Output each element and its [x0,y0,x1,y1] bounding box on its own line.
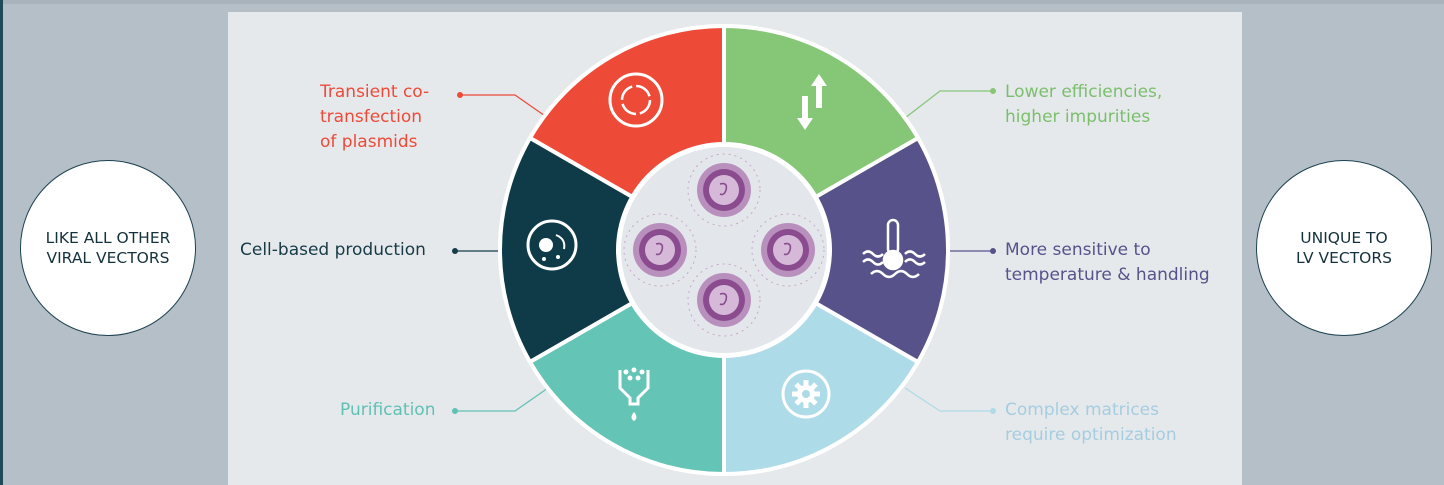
label-purification: Purification [340,400,436,420]
label-complex-matrices: Complex matrices require optimization [1005,400,1177,445]
wheel-center-inner [621,147,827,353]
label-lower-efficiencies: Lower efficiencies, higher impurities [1005,82,1163,127]
connector-transfection [460,94,549,119]
right-circle-label: UNIQUE TO LV VECTORS [1296,229,1392,267]
unique-to-lv-vectors-circle: UNIQUE TO LV VECTORS [1256,160,1432,336]
like-all-other-viral-vectors-circle: LIKE ALL OTHER VIRAL VECTORS [20,160,196,336]
lentivirus-particles-icon [623,153,825,337]
connector-dot-matrices [990,408,996,414]
connector-dot-cell [452,248,458,254]
connector-efficiency [904,90,993,119]
connector-dot-sensitivity [990,248,996,254]
left-border [0,0,3,485]
top-strip [0,0,1444,4]
cell-icon [526,219,578,271]
filter-funnel-icon [618,367,650,421]
label-transient-co-transfection: Transient co- transfection of plasmids [320,82,430,152]
connector-dot-efficiency [990,88,996,94]
connector-dot-purification [452,408,458,414]
left-circle-label: LIKE ALL OTHER VIRAL VECTORS [45,229,171,267]
label-more-sensitive: More sensitive to temperature & handling [1005,240,1210,285]
gear-icon [781,369,831,419]
label-cell-based-production: Cell-based production [240,240,426,260]
connector-purification [455,387,549,412]
thermometer-icon [862,218,926,279]
connector-matrices [904,387,993,412]
up-down-arrows-icon [797,74,827,130]
circular-arrows-icon [608,72,664,128]
connector-dot-transfection [457,92,463,98]
